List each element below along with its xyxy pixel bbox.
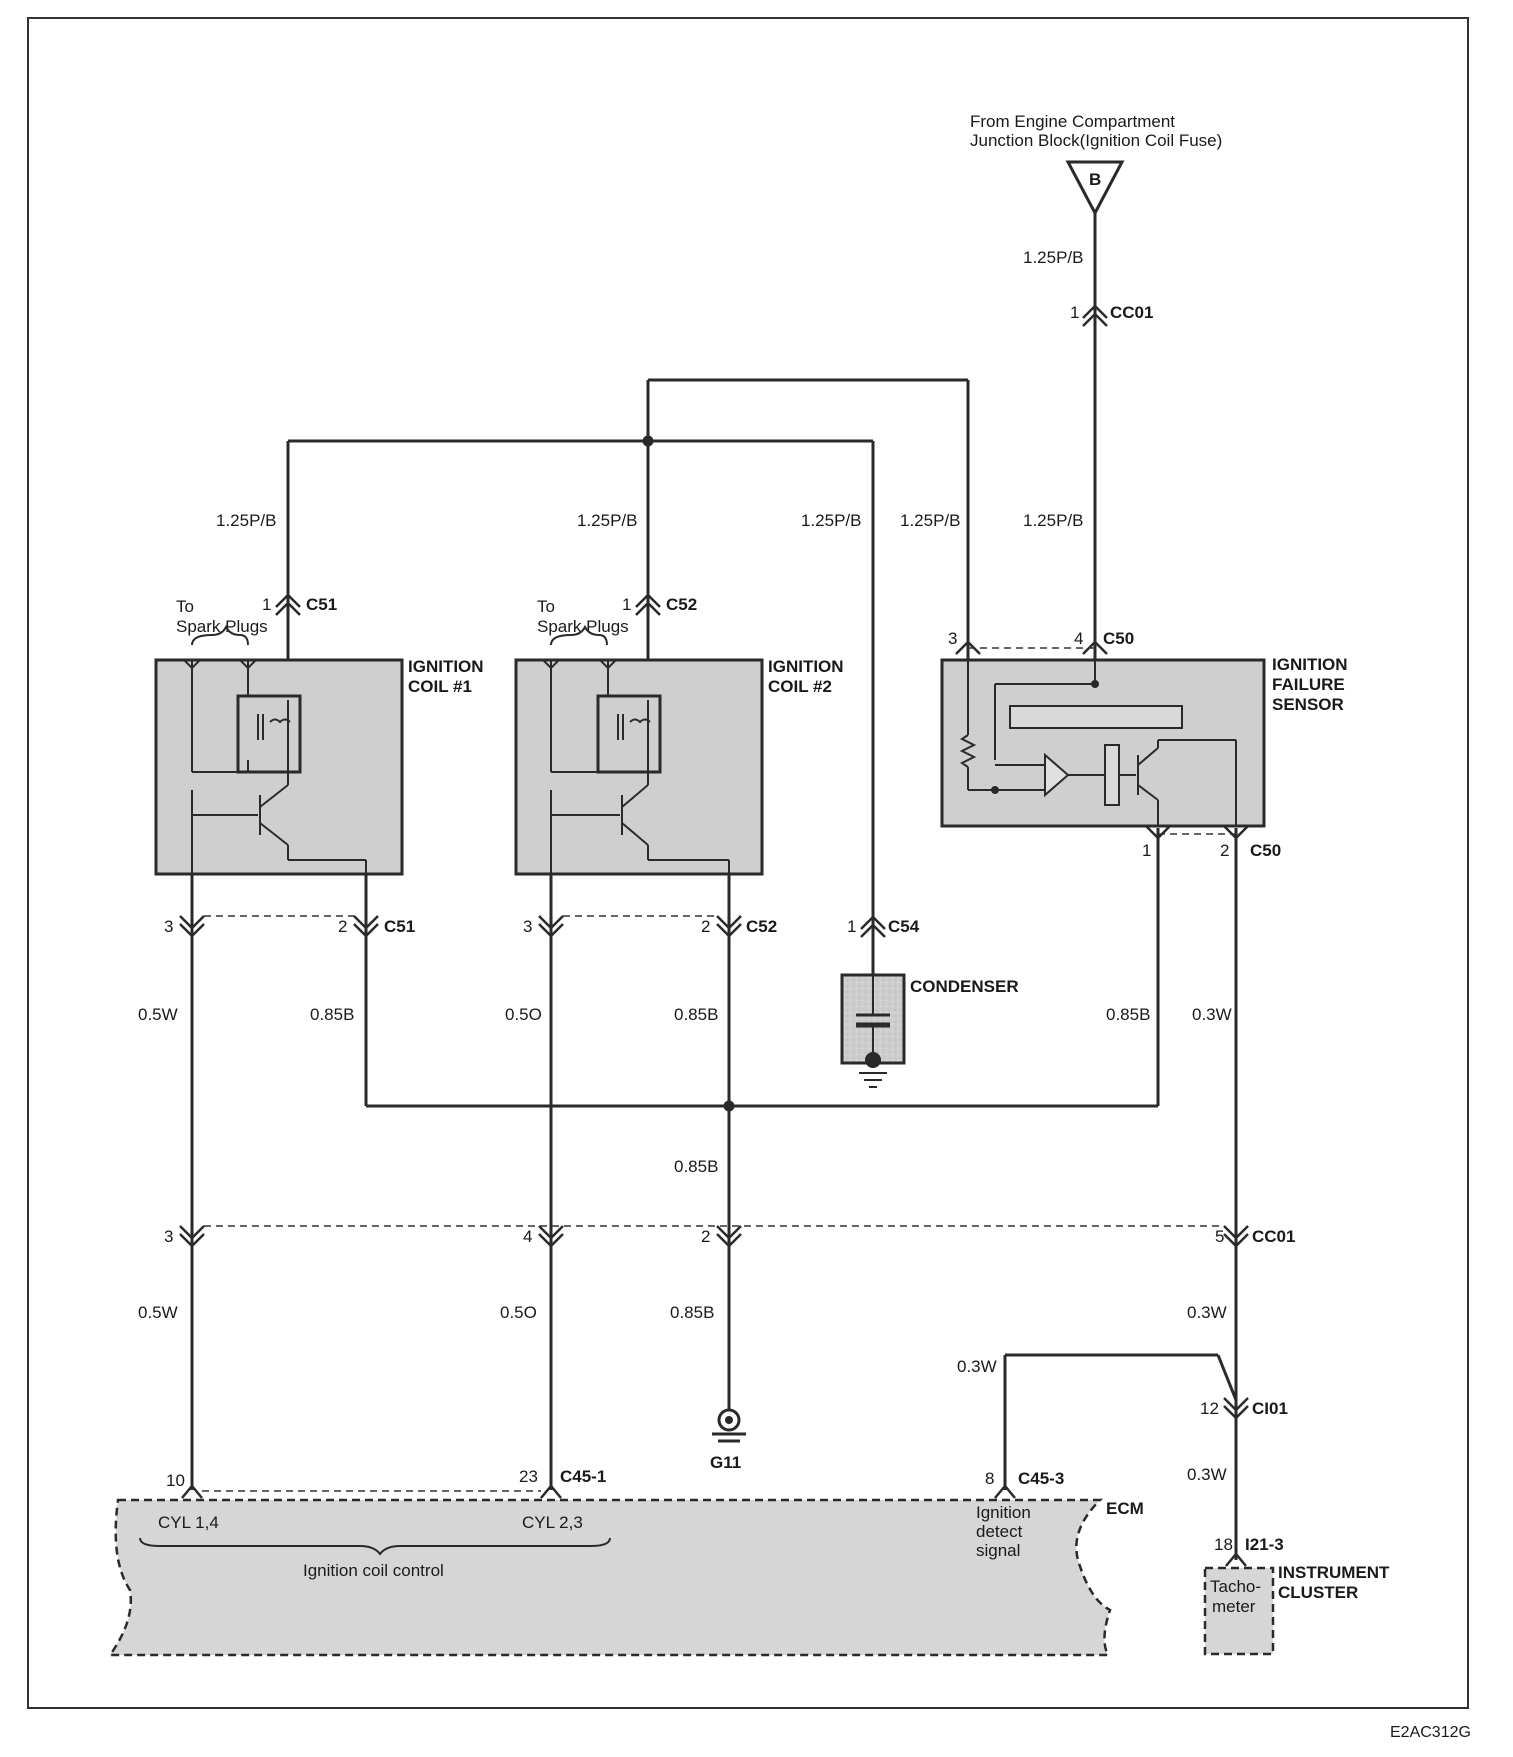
coil2-name-line1: IGNITION <box>768 657 844 676</box>
condenser-label: CONDENSER <box>910 977 1019 996</box>
coil1-name-line1: IGNITION <box>408 657 484 676</box>
wires-ground-mid-label: 0.85B <box>674 1157 718 1176</box>
connector-links <box>202 647 1236 1492</box>
ifs-name-line3: SENSOR <box>1272 695 1344 714</box>
connectors-cc01-bottom-name-label: CC01 <box>1252 1227 1295 1246</box>
connectors-c51-top-name-label: C51 <box>306 595 337 614</box>
connectors-cc01-bottom-pin3-label: 3 <box>164 1227 173 1246</box>
wires-c51-2-label: 0.85B <box>310 1005 354 1024</box>
wires-coil2-feed-label: 1.25P/B <box>577 511 638 530</box>
ecm-label: ECM <box>1106 1499 1144 1518</box>
wires-c52-2-label: 0.85B <box>674 1005 718 1024</box>
source-marker: B <box>1089 170 1101 189</box>
condenser-ground-icon <box>859 1072 887 1088</box>
instrument-cluster: Tacho- meter INSTRUMENT CLUSTER <box>1203 1563 1390 1656</box>
connector-marks <box>179 304 1249 1567</box>
wires-coil1-feed-label: 1.25P/B <box>216 511 277 530</box>
wires-cc01-4-label: 0.5O <box>500 1303 537 1322</box>
wires-detect-label: 0.3W <box>957 1357 997 1376</box>
ecm-detect-line1: Ignition <box>976 1503 1031 1522</box>
wires-condenser-feed-label: 1.25P/B <box>801 511 862 530</box>
connectors-c52-bottom-name-label: C52 <box>746 917 777 936</box>
connectors-c45-1-pin10-label: 10 <box>166 1471 185 1490</box>
wires-cc01-2-label: 0.85B <box>670 1303 714 1322</box>
connectors-cc01-bottom-pin4-label: 4 <box>523 1227 532 1246</box>
ground-g11: G11 <box>710 1408 746 1472</box>
condenser: CONDENSER <box>840 973 1019 1088</box>
coil2-to-label: To <box>537 597 555 616</box>
wires-c50-2-label: 0.3W <box>1192 1005 1232 1024</box>
coil1-spark-label: Spark Plugs <box>176 617 268 636</box>
connectors-c52-top-name-label: C52 <box>666 595 697 614</box>
connectors-cc01-bottom-pin2-label: 2 <box>701 1227 710 1246</box>
figure-code: E2AC312G <box>1390 1724 1471 1741</box>
cluster-tacho-line2: meter <box>1212 1597 1256 1616</box>
ecm-module: ECM CYL 1,4 CYL 2,3 Ignition coil contro… <box>107 1498 1144 1657</box>
coil1-name-line2: COIL #1 <box>408 677 472 696</box>
wires-top-label: 1.25P/B <box>1023 248 1084 267</box>
connectors-c51-bottom-pin3-label: 3 <box>164 917 173 936</box>
connectors-c51-top-pin-label: 1 <box>262 595 271 614</box>
coil2-spark-label: Spark Plugs <box>537 617 629 636</box>
connectors-c45-3-name-label: C45-3 <box>1018 1469 1064 1488</box>
connectors-c45-3-pin-label: 8 <box>985 1469 994 1488</box>
connectors-c45-1-pin23-label: 23 <box>519 1467 538 1486</box>
connectors-c52-top-pin-label: 1 <box>622 595 631 614</box>
connectors-c52-bottom-pin3-label: 3 <box>523 917 532 936</box>
wires-c52-3-label: 0.5O <box>505 1005 542 1024</box>
ifs-name-line1: IGNITION <box>1272 655 1348 674</box>
wire-labels: 1.25P/B 1.25P/B 1.25P/B 1.25P/B 1.25P/B … <box>138 248 1232 1484</box>
connectors-cc01-bottom-pin5-label: 5 <box>1215 1227 1224 1246</box>
connectors-i21-3-pin-label: 18 <box>1214 1535 1233 1554</box>
source-triangle-icon <box>1065 160 1125 217</box>
connectors-c54-pin-label: 1 <box>847 917 856 936</box>
connectors-ci01-name-label: CI01 <box>1252 1399 1288 1418</box>
wires-c51-3-label: 0.5W <box>138 1005 178 1024</box>
connectors-c45-1-name-label: C45-1 <box>560 1467 606 1486</box>
ignition-coil-1: To Spark Plugs IGNITION COIL #1 <box>154 597 484 876</box>
connectors-c51-bottom-pin2-label: 2 <box>338 917 347 936</box>
connectors-c51-bottom-name-label: C51 <box>384 917 415 936</box>
connectors-c50-top-name-label: C50 <box>1103 629 1134 648</box>
ignition-failure-sensor: IGNITION FAILURE SENSOR <box>940 655 1348 828</box>
connector-labels: 1 CC01 1 C51 1 C52 3 4 C50 3 2 C51 3 2 C… <box>164 303 1295 1554</box>
cluster-name-line2: CLUSTER <box>1278 1583 1358 1602</box>
wires-cc01-3-label: 0.5W <box>138 1303 178 1322</box>
coil2-name-line2: COIL #2 <box>768 677 832 696</box>
wires-cc01-5-label: 0.3W <box>1187 1303 1227 1322</box>
coil1-to-label: To <box>176 597 194 616</box>
connectors-c50-bottom-name-label: C50 <box>1250 841 1281 860</box>
wires-c50-1-label: 0.85B <box>1106 1005 1150 1024</box>
power-source: From Engine Compartment Junction Block(I… <box>970 112 1222 217</box>
source-label-line2: Junction Block(Ignition Coil Fuse) <box>970 131 1222 150</box>
ecm-detect-line3: signal <box>976 1541 1020 1560</box>
connectors-ci01-pin-label: 12 <box>1200 1399 1219 1418</box>
page-frame <box>27 17 1469 1709</box>
wires-ifs4-feed-label: 1.25P/B <box>1023 511 1084 530</box>
cluster-tacho-line1: Tacho- <box>1210 1577 1261 1596</box>
ignition-coil-2: To Spark Plugs IGNITION COIL #2 <box>514 597 844 876</box>
wires-ci01-out-label: 0.3W <box>1187 1465 1227 1484</box>
ground-label: G11 <box>710 1453 741 1472</box>
ecm-detect-line2: detect <box>976 1522 1023 1541</box>
ecm-cyl14-label: CYL 1,4 <box>158 1513 219 1532</box>
connectors-c50-top-pin4-label: 4 <box>1074 629 1083 648</box>
connectors-c54-name-label: C54 <box>888 917 920 936</box>
connectors-c50-top-pin3-label: 3 <box>948 629 957 648</box>
connectors-c52-bottom-pin2-label: 2 <box>701 917 710 936</box>
ifs-name-line2: FAILURE <box>1272 675 1345 694</box>
ecm-coil-control-label: Ignition coil control <box>303 1561 444 1580</box>
wires <box>190 213 1238 1560</box>
source-label-line1: From Engine Compartment <box>970 112 1175 131</box>
connectors-c50-bottom-pin2-label: 2 <box>1220 841 1229 860</box>
connectors-i21-3-name-label: I21-3 <box>1245 1535 1284 1554</box>
connectors-cc01-top-name-label: CC01 <box>1110 303 1153 322</box>
cluster-name-line1: INSTRUMENT <box>1278 1563 1390 1582</box>
ecm-cyl23-label: CYL 2,3 <box>522 1513 583 1532</box>
connectors-cc01-top-pin-label: 1 <box>1070 303 1079 322</box>
connectors-c50-bottom-pin1-label: 1 <box>1142 841 1151 860</box>
wires-ifs3-feed-label: 1.25P/B <box>900 511 961 530</box>
